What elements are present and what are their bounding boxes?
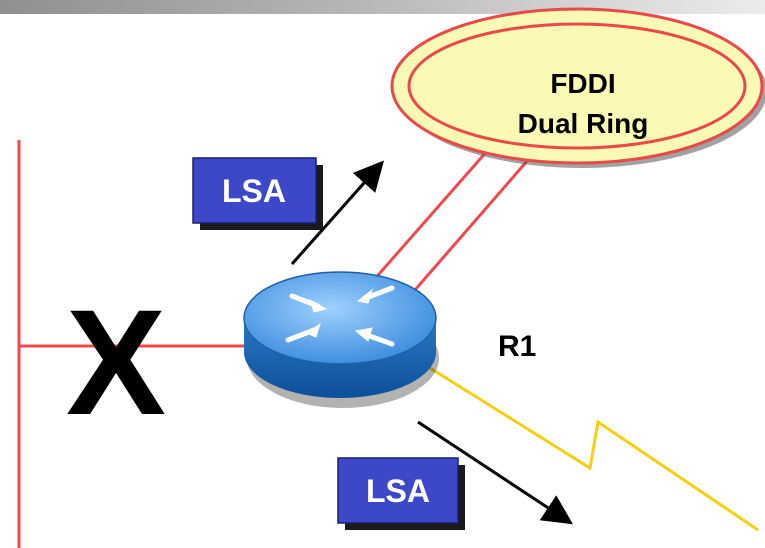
- fddi-ring: FDDI Dual Ring: [390, 7, 765, 168]
- lsa-lower-label: LSA: [366, 473, 430, 509]
- ring-label-line1: FDDI: [550, 68, 615, 99]
- lsa-lower-arrow: [417, 420, 574, 525]
- router-label: R1: [498, 330, 536, 363]
- router-icon: [243, 271, 439, 408]
- lsa-lower-box: LSA: [337, 457, 465, 530]
- lsa-upper-label: LSA: [222, 173, 286, 209]
- ring-label-line2: Dual Ring: [518, 108, 649, 139]
- lsa-upper-arrow: [290, 160, 384, 265]
- fddi-link-b: [406, 159, 530, 299]
- serial-link: [429, 366, 759, 532]
- lsa-upper-box: LSA: [192, 157, 323, 230]
- failure-x-mark: X: [66, 278, 166, 446]
- fddi-link-a: [370, 149, 490, 283]
